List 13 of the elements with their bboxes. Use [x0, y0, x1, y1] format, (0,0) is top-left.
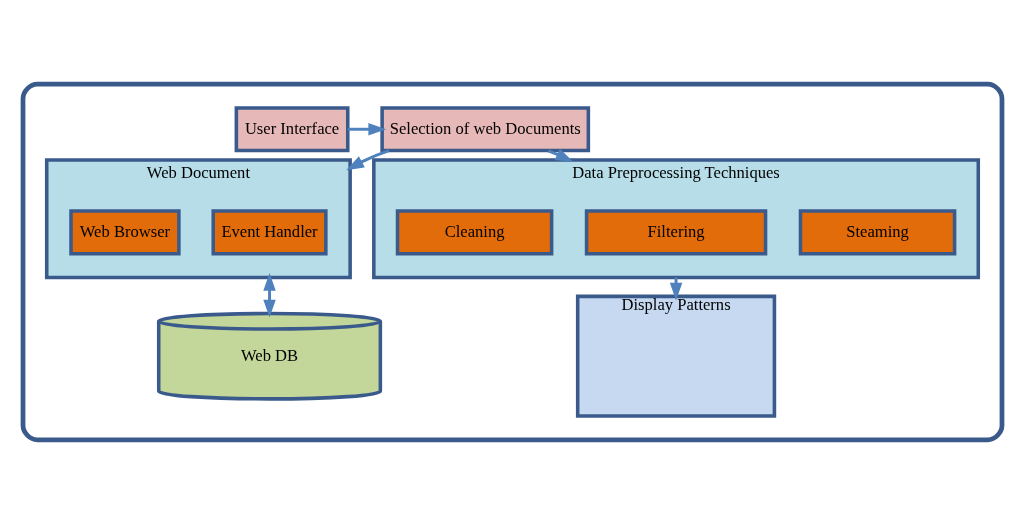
arrow	[263, 272, 276, 318]
arrow	[347, 123, 387, 136]
arrow	[346, 149, 390, 171]
node-box: Steaming	[798, 209, 957, 256]
node-box: Selection of web Documents	[380, 106, 591, 153]
node-box: Display Patterns	[575, 294, 777, 418]
node-box: Event Handler	[211, 209, 328, 256]
cluster	[20, 81, 1005, 443]
node-box: Web Browser	[69, 209, 181, 256]
node-box: Cleaning	[395, 209, 554, 256]
node-box: User Interface	[234, 106, 350, 153]
node-box: Filtering	[584, 209, 768, 256]
arrow	[669, 277, 683, 301]
